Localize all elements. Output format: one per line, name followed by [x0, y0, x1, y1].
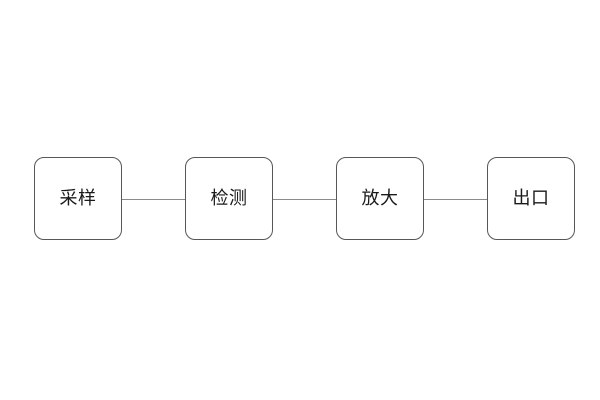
connector-amplification-to-outlet [424, 199, 487, 200]
connector-sampling-to-detection [122, 199, 185, 200]
flow-node-sampling[interactable]: 采样 [34, 157, 122, 240]
flow-node-outlet[interactable]: 出口 [487, 157, 575, 240]
flow-node-label: 检测 [210, 187, 248, 209]
flow-node-amplification[interactable]: 放大 [336, 157, 424, 240]
flow-node-label: 采样 [59, 187, 97, 209]
flow-node-detection[interactable]: 检测 [185, 157, 273, 240]
flow-node-label: 出口 [512, 187, 550, 209]
connector-detection-to-amplification [273, 199, 336, 200]
flow-node-label: 放大 [361, 187, 399, 209]
